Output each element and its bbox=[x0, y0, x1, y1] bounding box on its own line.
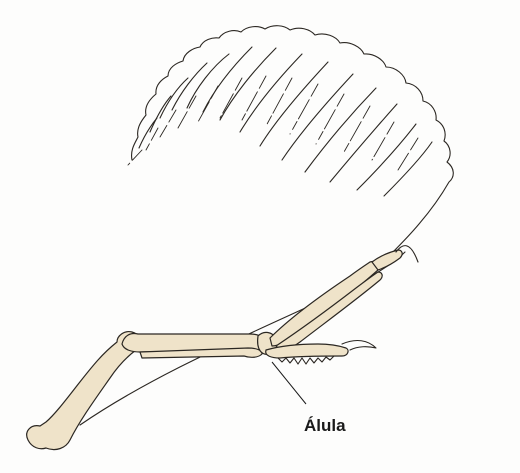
shaft-1 bbox=[128, 150, 142, 165]
shaft-10 bbox=[316, 94, 344, 144]
shaft-4 bbox=[178, 96, 196, 128]
feather-tips-edge bbox=[132, 26, 454, 256]
feather-line-3 bbox=[160, 78, 188, 118]
carpometacarpus-minor-bone bbox=[276, 272, 382, 349]
alula-leader-line bbox=[272, 362, 306, 404]
feather-line-6 bbox=[203, 47, 252, 112]
shaft-9 bbox=[290, 84, 318, 134]
feather-line-12 bbox=[330, 104, 397, 182]
shaft-11 bbox=[344, 106, 370, 152]
wing-feather-outline bbox=[80, 26, 453, 425]
alula-callout: Álula bbox=[272, 362, 346, 435]
feather-line-2 bbox=[150, 96, 171, 132]
feather-line-10 bbox=[282, 74, 353, 160]
feather-line-14 bbox=[384, 142, 432, 196]
shaft-5 bbox=[198, 86, 218, 122]
shaft-6 bbox=[220, 78, 242, 118]
feather-line-8 bbox=[240, 54, 302, 132]
humerus-bone bbox=[27, 332, 140, 450]
wing-bones bbox=[27, 246, 418, 450]
alula-label: Álula bbox=[304, 416, 346, 435]
feather-line-13 bbox=[357, 124, 416, 190]
major-digit-phalanx bbox=[372, 250, 402, 270]
carpometacarpus-bone bbox=[270, 261, 379, 346]
feather-line-9 bbox=[260, 62, 328, 146]
